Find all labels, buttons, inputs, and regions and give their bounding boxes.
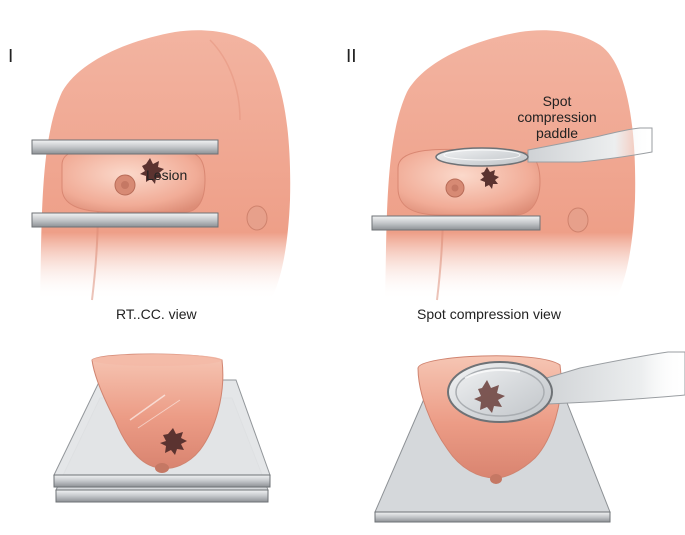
right-nipple-background: [567, 207, 589, 233]
lesion-3d-right: [474, 380, 505, 413]
panel-numeral-left: I: [8, 46, 14, 67]
spot-compression-paddle-3d: [447, 351, 685, 423]
breast-3d-left: [91, 353, 224, 473]
panel-numeral-right: II: [346, 46, 357, 67]
spot-compression-paddle-top: [435, 127, 653, 167]
caption-right: Spot compression view: [417, 306, 561, 322]
lesion-callout: Lesion: [146, 167, 188, 183]
caption-left: RT..CC. view: [116, 306, 197, 322]
nipple-3d-right: [490, 474, 502, 484]
compressed-breast-right: [397, 148, 541, 216]
compression-plate-top-left: [31, 139, 219, 155]
lesion-right: [480, 167, 499, 189]
paddle-callout: Spot compression paddle: [517, 93, 597, 141]
compression-plate-bottom-left: [31, 212, 219, 228]
nipple-3d-left: [155, 463, 169, 473]
compression-plate-bottom-right: [371, 215, 541, 231]
compressed-breast-left: [61, 148, 206, 213]
lesion-left: [140, 158, 164, 184]
lesion-3d-left: [160, 428, 187, 455]
left-nipple-background: [246, 205, 268, 231]
